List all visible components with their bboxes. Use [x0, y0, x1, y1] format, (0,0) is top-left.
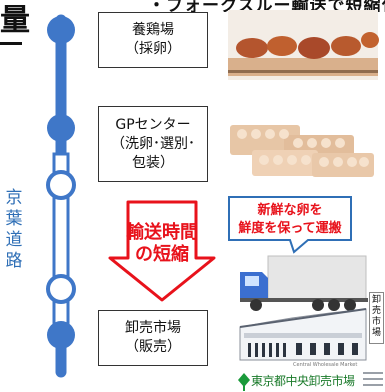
market-name: 東京都中央卸売市場 [251, 374, 355, 388]
farm-name: 養鶏場 [132, 22, 174, 38]
market-subtitle: Central Wholesale Market [293, 362, 358, 368]
route-label: 京 葉 道 路 [0, 188, 28, 272]
freshness-bubble: 新鮮な卵を 鮮度を保って運搬 [228, 202, 352, 238]
market-station-name: 卸売市場 [125, 320, 181, 336]
market-deco-line-1 [363, 372, 383, 374]
route-label-char: 道 [5, 230, 23, 250]
station-dot-market [47, 321, 75, 349]
market-sign-char: 売 [371, 306, 381, 316]
gp-center-role-2: 包装） [132, 154, 174, 171]
top-heading-fragment: ・フォークスルー輸送で短縮化 [0, 0, 385, 12]
freshness-line-2: 鮮度を保って運搬 [238, 221, 342, 236]
market-deco-line-2 [363, 378, 383, 380]
market-building [239, 308, 367, 361]
route-label-char: 葉 [5, 209, 23, 229]
market-sign: 卸 売 市 場 [369, 292, 384, 344]
time-reduction-label: 輸送時間 の短縮 [113, 222, 211, 266]
station-box-market: 卸売市場 （販売） [98, 310, 208, 366]
time-reduction-arrow [108, 200, 216, 302]
market-station-role: （販売） [125, 339, 181, 355]
top-heading-text: ・フォークスルー輸送で短縮化 [148, 0, 385, 12]
market-sign-char: 場 [371, 328, 381, 338]
market-logo-icon [238, 373, 250, 391]
egg-trays-photo [230, 125, 374, 177]
farm-photo [228, 10, 379, 80]
left-heading-glyph: 量 [0, 3, 30, 38]
market-sign-char: 市 [371, 317, 381, 327]
station-box-farm: 養鶏場 （採卵） [98, 12, 208, 68]
freshness-line-1: 新鮮な卵を [257, 203, 323, 218]
time-reduction-line-1: 輸送時間 [126, 222, 198, 243]
gp-center-role-1: （洗卵･選別･ [111, 135, 195, 152]
left-heading-underline [0, 42, 22, 45]
time-reduction-line-2: の短縮 [135, 244, 189, 265]
truck-illustration [240, 255, 368, 311]
interchange-dot-2 [46, 274, 76, 304]
interchange-dot-1 [46, 170, 76, 200]
route-label-char: 路 [5, 251, 23, 271]
station-box-gp-center: GPセンター （洗卵･選別･ 包装） [98, 106, 208, 182]
bubble-shape [228, 196, 352, 254]
gp-center-name: GPセンター [115, 116, 191, 133]
market-sign-char: 卸 [371, 295, 381, 305]
farm-role: （採卵） [125, 41, 181, 57]
station-dot-farm [47, 16, 75, 44]
route-label-char: 京 [5, 188, 23, 208]
market-deco-line-3 [363, 384, 383, 386]
station-dot-gp-center [47, 114, 75, 142]
